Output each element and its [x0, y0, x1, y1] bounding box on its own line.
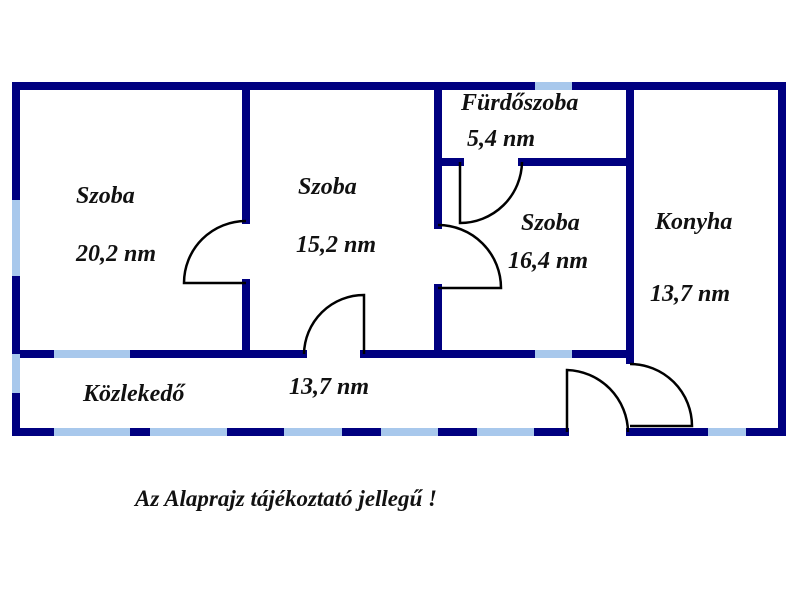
door-room2-room3: [437, 223, 503, 290]
room-area-szoba-2: 15,2 nm: [296, 232, 377, 258]
room-area-konyha: 13,7 nm: [650, 281, 731, 307]
room-name-konyha: Konyha: [655, 209, 733, 235]
room-name-kozlekedo: Közlekedő: [83, 381, 185, 407]
room-name-szoba-1: Szoba: [76, 183, 135, 209]
room-area-szoba-1: 20,2 nm: [76, 241, 157, 267]
door-bath: [458, 161, 524, 225]
windows: [12, 82, 746, 436]
room-name-szoba-2: Szoba: [298, 174, 357, 200]
room-name-szoba-3: Szoba: [521, 210, 580, 236]
room-area-kozlekedo: 13,7 nm: [289, 374, 370, 400]
disclaimer-note: Az Alaprajz tájékoztató jellegű !: [135, 486, 438, 511]
door-corridor-room2: [302, 293, 366, 355]
room-area-szoba-3: 16,4 nm: [508, 248, 589, 274]
doors: [182, 161, 694, 433]
door-entrance: [565, 368, 630, 433]
room-name-furdoszoba: Fürdőszoba: [461, 90, 579, 116]
room-area-furdoszoba: 5,4 nm: [467, 126, 536, 152]
door-kitchen: [629, 362, 694, 428]
door-room1-room2: [182, 219, 247, 285]
